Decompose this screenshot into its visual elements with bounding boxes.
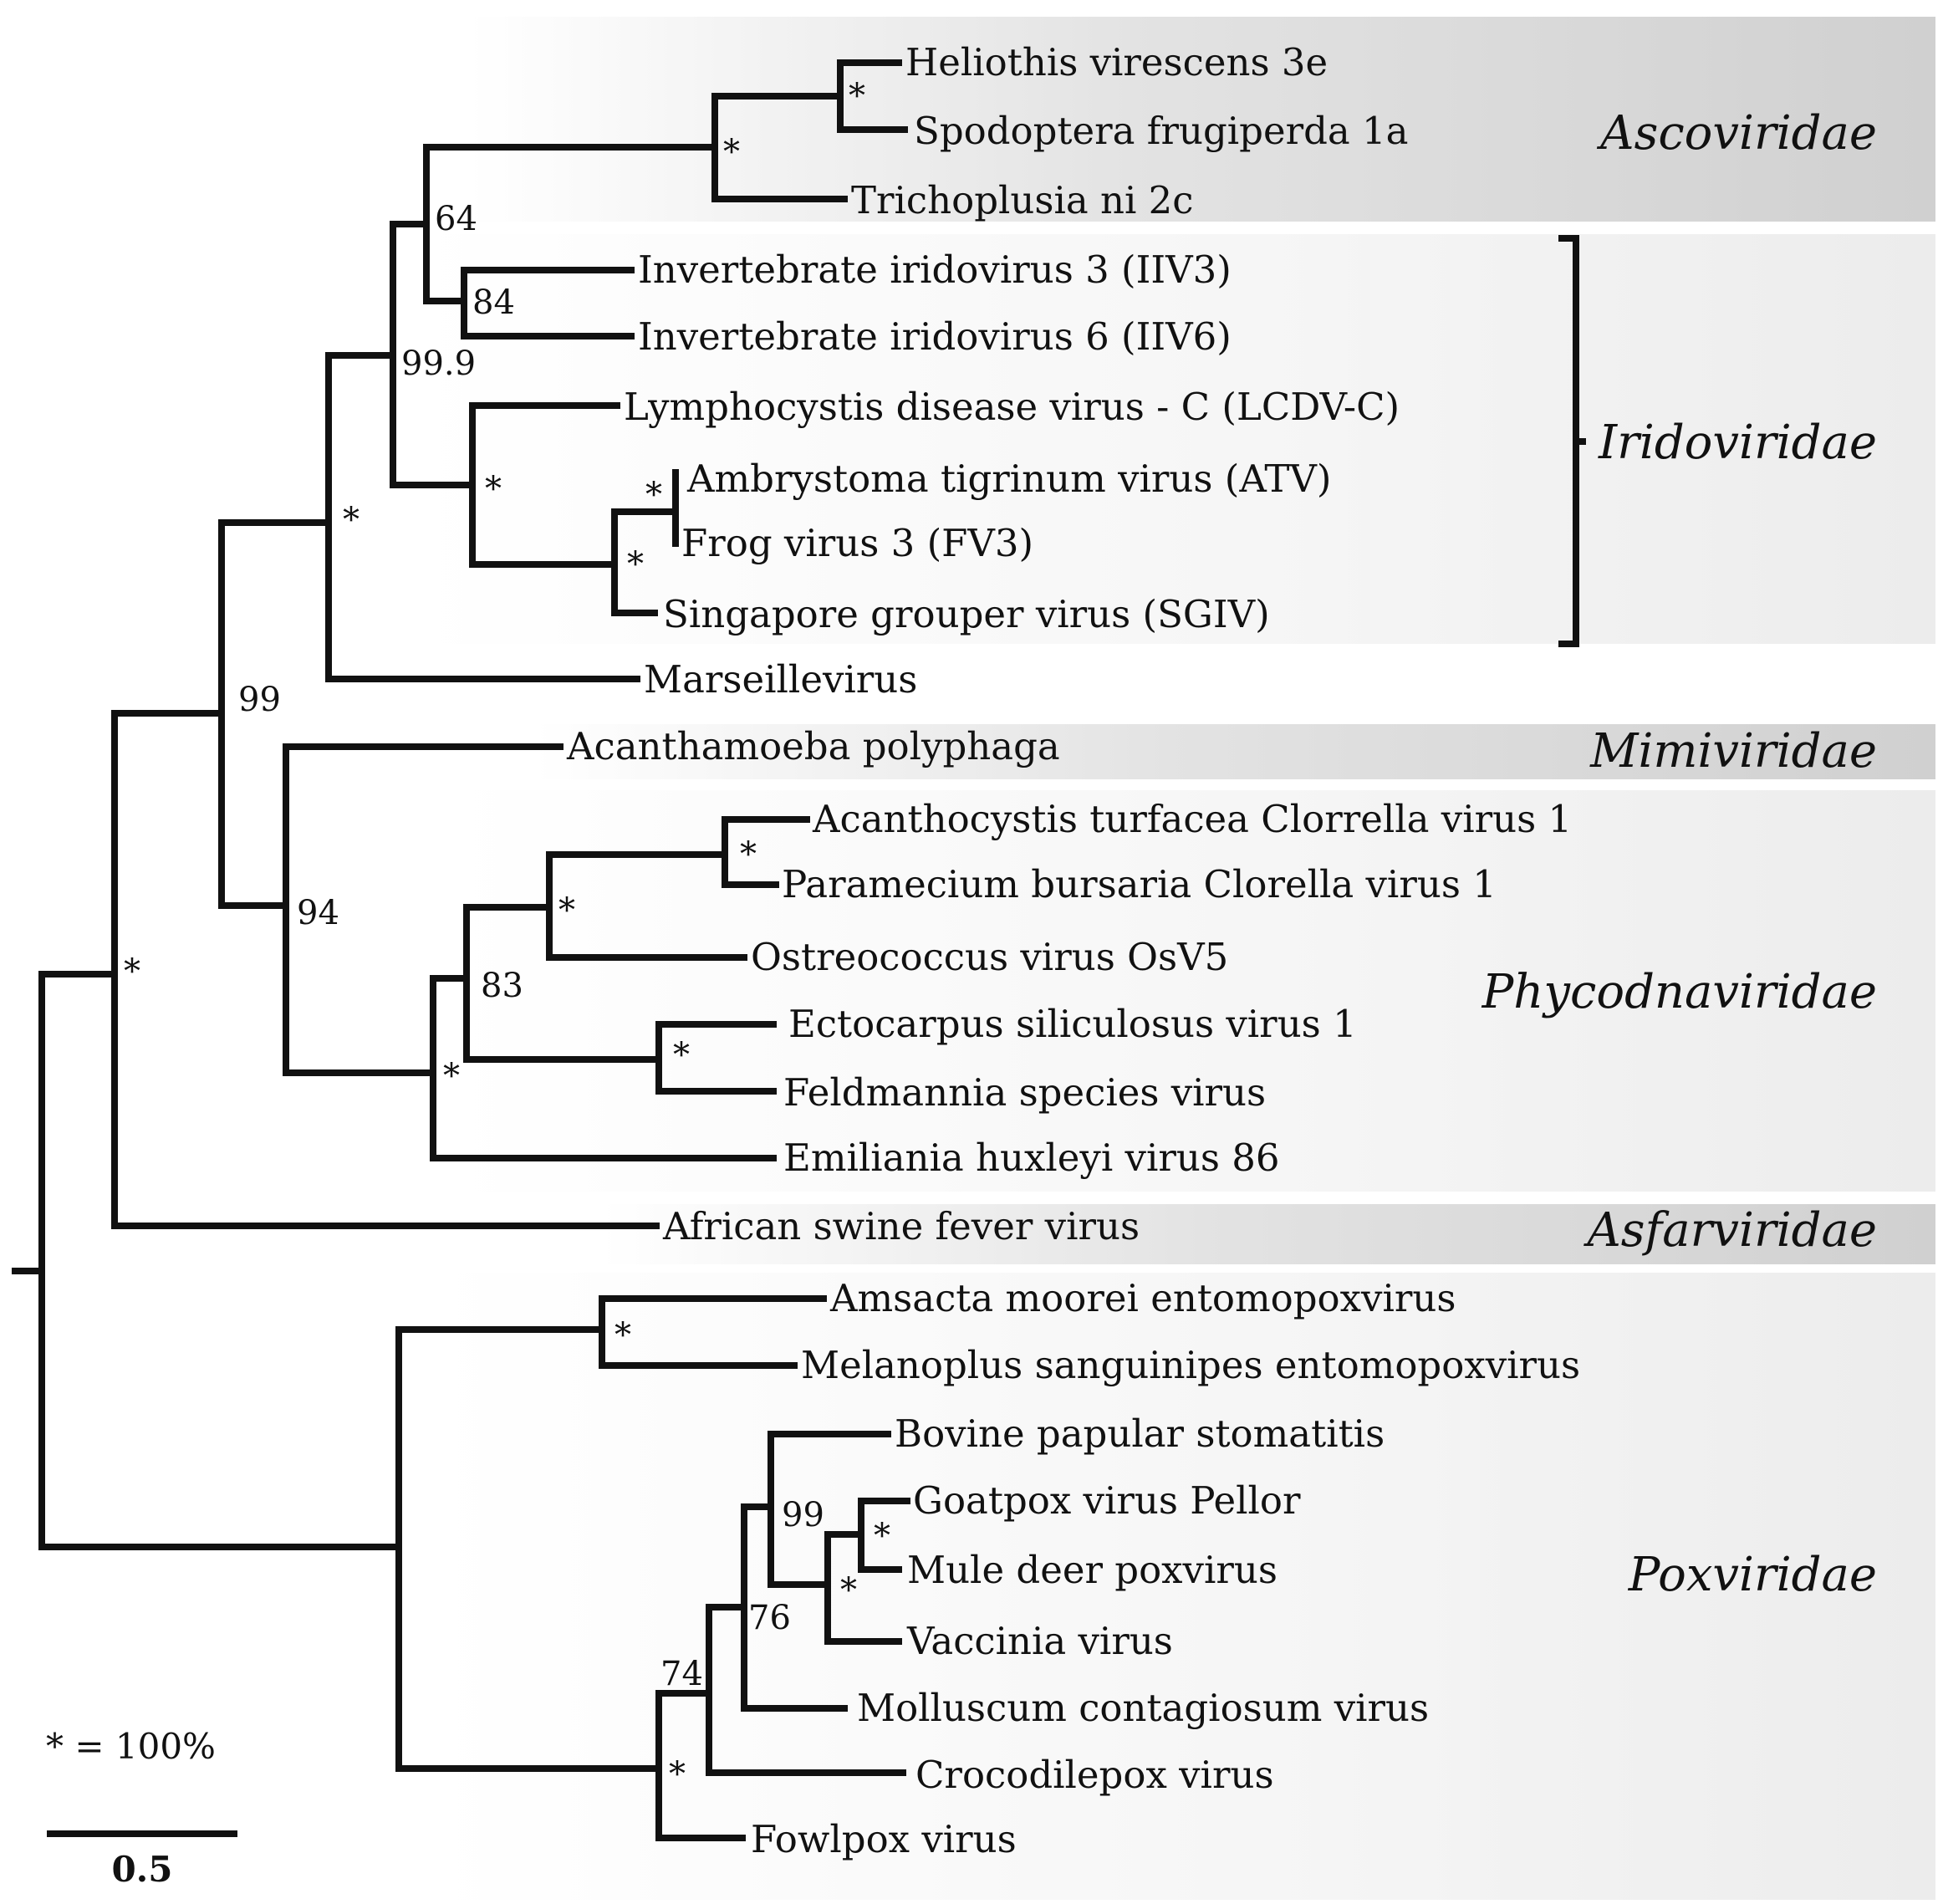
support-label: 64 [435,200,477,238]
iridoviridae-bracket [1558,235,1586,647]
support-label: * [615,1316,631,1355]
family-label-poxviridae: Poxviridae [1628,1548,1877,1602]
support-key-label: * = 100% [46,1726,216,1767]
family-label-mimiviridae: Mimiviridae [1589,724,1877,778]
band-mimiviridae [535,724,1935,779]
family-label-asfarviridae: Asfarviridae [1583,1203,1877,1258]
support-label: * [645,476,662,514]
support-label: * [485,470,502,508]
taxon-label: Crocodilepox virus [915,1753,1274,1797]
taxon-label: Bovine papular stomatitis [895,1411,1385,1456]
scale-label: 0.5 [111,1849,172,1890]
taxon-label: Acanthamoeba polyphaga [566,724,1060,768]
legend: * = 100% 0.5 [46,1726,237,1890]
support-label: * [740,835,757,874]
taxon-label: Fowlpox virus [751,1817,1017,1861]
family-label-ascoviridae: Ascoviridae [1596,106,1877,161]
family-label-iridoviridae: Iridoviridae [1598,416,1877,470]
taxon-label: Heliothis virescens 3e [905,40,1328,84]
taxon-label: Spodoptera frugiperda 1a [914,109,1408,153]
support-label: * [874,1517,890,1555]
taxon-label: Molluscum contagiosum virus [857,1686,1429,1730]
support-label: * [723,133,740,171]
support-label: * [669,1755,686,1794]
support-label: 74 [660,1655,703,1693]
support-labels: * * 64 84 99.9 * * * * 99 * * * 83 * 94 … [124,77,890,1794]
taxon-label: Vaccinia virus [906,1619,1173,1663]
band-iridoviridae [418,234,1935,644]
taxon-label: Invertebrate iridovirus 6 (IIV6) [638,314,1232,359]
support-label: 76 [748,1599,791,1637]
taxon-label: Ectocarpus siliculosus virus 1 [788,1002,1357,1046]
support-label: 99 [238,681,281,719]
support-label: * [627,545,644,584]
taxon-label: Frog virus 3 (FV3) [681,521,1033,565]
taxon-label: Feldmannia species virus [783,1070,1266,1115]
support-label: * [673,1036,690,1075]
support-label: * [124,952,140,991]
taxon-label: Melanoplus sanguinipes entomopoxvirus [801,1343,1580,1387]
taxon-label: Invertebrate iridovirus 3 (IIV3) [638,248,1232,292]
band-asfarviridae [602,1204,1935,1264]
support-label: * [840,1571,857,1610]
support-label: * [343,501,360,539]
taxon-label: Goatpox virus Pellor [913,1478,1301,1523]
taxon-label: Ambrystoma tigrinum virus (ATV) [686,457,1331,501]
taxon-label: Emiliania huxleyi virus 86 [783,1136,1279,1180]
taxon-label: Marseillevirus [644,657,917,702]
taxon-label: Amsacta moorei entomopoxvirus [829,1276,1456,1320]
support-label: 84 [472,283,515,322]
support-label: 83 [481,967,523,1005]
support-label: * [849,77,865,115]
band-poxviridae [435,1273,1935,1900]
family-label-phycodnaviridae: Phycodnaviridae [1481,965,1877,1019]
taxon-label: African swine fever virus [662,1204,1140,1248]
taxon-labels: Heliothis virescens 3e Spodoptera frugip… [566,40,1580,1861]
support-label: 99.9 [401,345,476,383]
taxon-label: Lymphocystis disease virus - C (LCDV-C) [624,385,1400,429]
tree-branches [12,59,910,1841]
taxon-label: Mule deer poxvirus [907,1548,1277,1592]
taxon-label: Ostreococcus virus OsV5 [751,935,1228,979]
family-labels: Ascoviridae Iridoviridae Mimiviridae Phy… [1481,106,1877,1602]
support-label: 99 [782,1496,824,1534]
support-label: * [558,891,575,930]
support-label: 94 [297,894,339,932]
taxon-label: Acanthocystis turfacea Clorrella virus 1 [812,797,1572,841]
taxon-label: Singapore grouper virus (SGIV) [663,592,1270,636]
taxon-label: Paramecium bursaria Clorella virus 1 [782,862,1497,906]
taxon-label: Trichoplusia ni 2c [851,178,1194,222]
support-label: * [443,1057,460,1095]
